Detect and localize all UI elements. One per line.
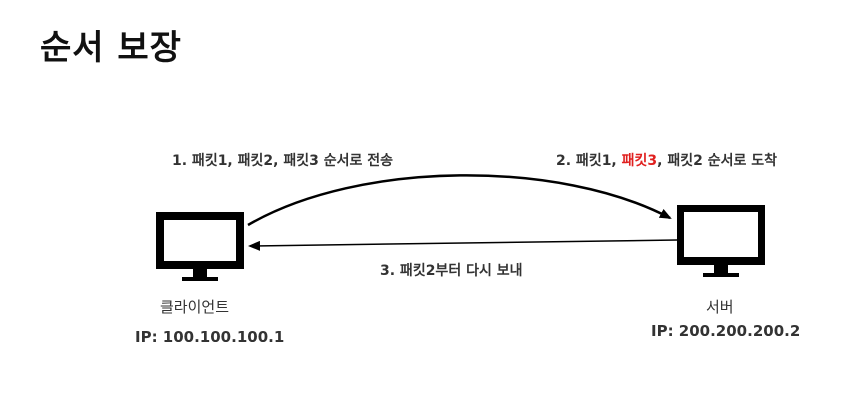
server-name: 서버 [706, 298, 734, 316]
send-label: 1. 패킷1, 패킷2, 패킷3 순서로 전송 [172, 153, 393, 169]
client-ip: IP: 100.100.100.1 [135, 328, 285, 346]
client-monitor-icon [156, 212, 244, 281]
server-ip: IP: 200.200.200.2 [651, 322, 801, 340]
page-title: 순서 보장 [40, 28, 182, 68]
client-name: 클라이언트 [160, 298, 230, 316]
send-arrow [247, 174, 672, 227]
arrive-suffix: , 패킷2 순서로 도착 [657, 153, 777, 169]
server-monitor-icon [677, 205, 765, 277]
arrive-highlight: 패킷3 [621, 153, 658, 169]
resend-arrow [248, 239, 678, 251]
arrive-label: 2. 패킷1, 패킷3, 패킷2 순서로 도착 [556, 150, 777, 170]
resend-label: 3. 패킷2부터 다시 보내 [380, 263, 523, 279]
arrive-prefix: 2. 패킷1, [556, 153, 622, 169]
